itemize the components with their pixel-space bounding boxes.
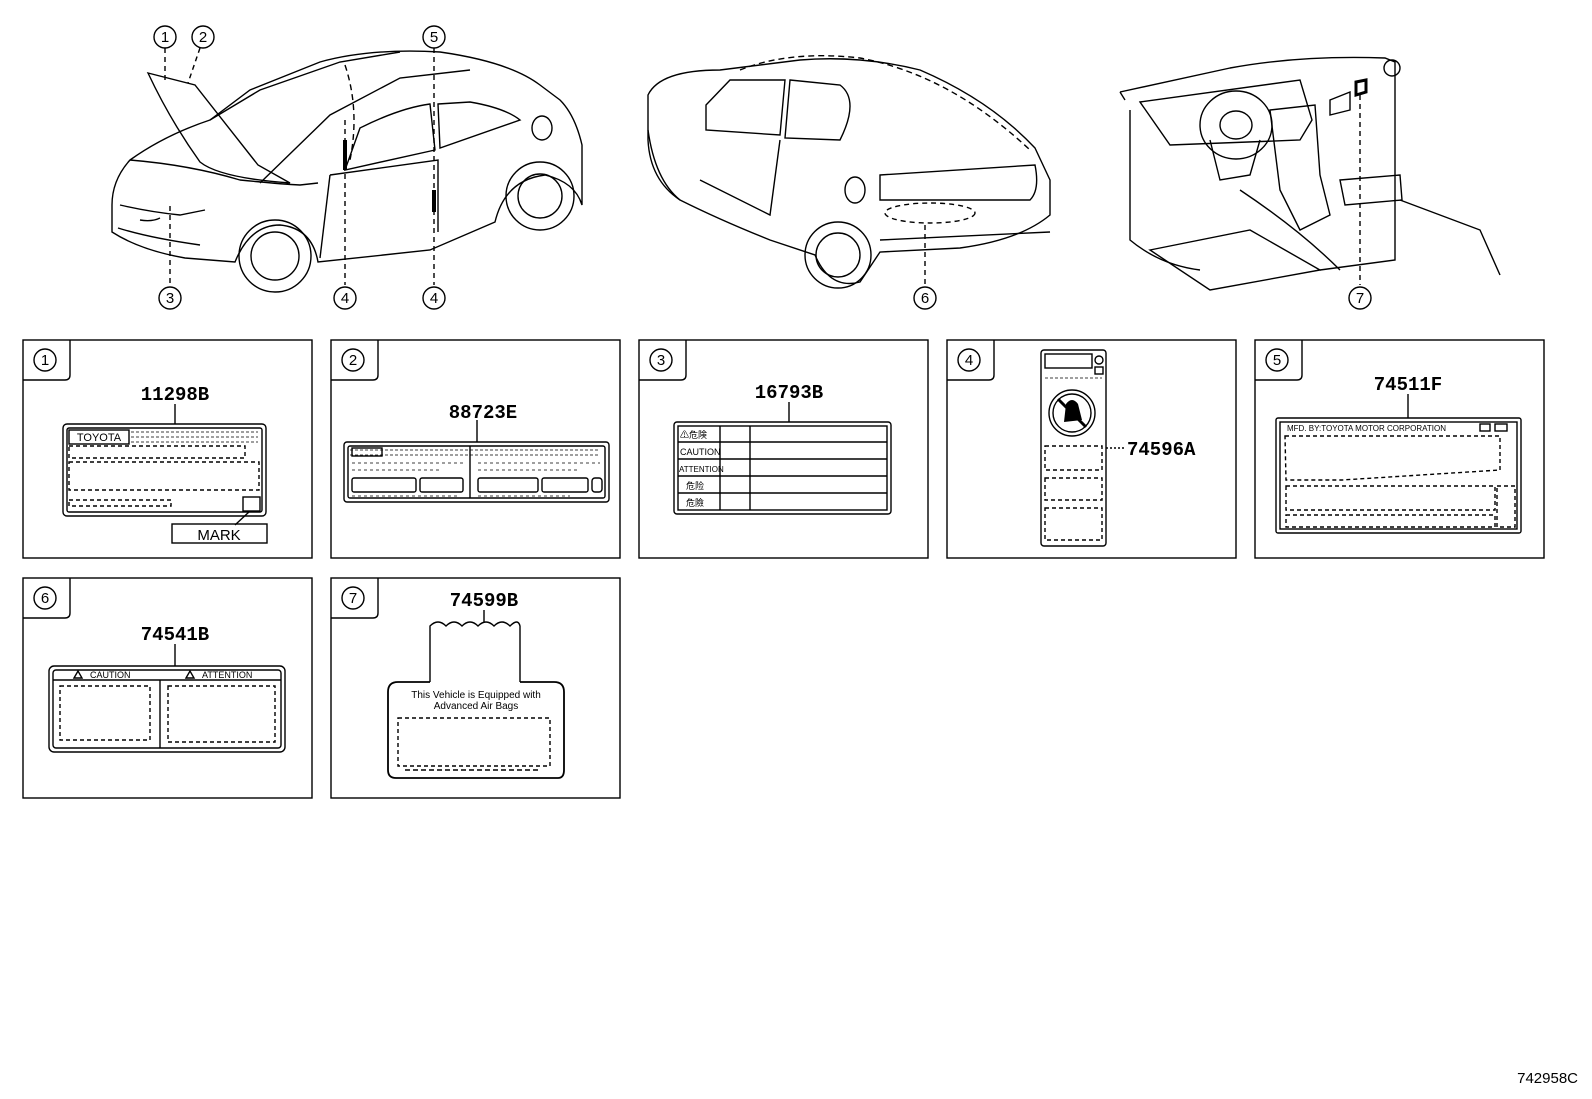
callout-5: 5 xyxy=(430,29,438,46)
panel-3-row-3: ATTENTION xyxy=(679,465,724,474)
panel-3-row-2: CAUTION xyxy=(680,447,721,457)
callout-4-left: 4 xyxy=(341,290,349,307)
panel-3-row-1: ⚠危険 xyxy=(680,429,707,440)
panel-4-part-number: 74596A xyxy=(1127,439,1196,461)
panel-6-index: 6 xyxy=(41,590,49,607)
panel-2-label xyxy=(343,420,610,503)
panel-4-index: 4 xyxy=(965,352,973,369)
callout-3: 3 xyxy=(166,290,174,307)
car-front-view xyxy=(111,47,583,293)
panel-7-line-1: This Vehicle is Equipped with xyxy=(411,690,541,701)
panel-5-header: MFD. BY:TOYOTA MOTOR CORPORATION xyxy=(1287,424,1446,433)
panel-6-label xyxy=(48,644,286,753)
interior-view xyxy=(1119,56,1501,291)
panel-1-part-number: 11298B xyxy=(141,384,209,406)
callout-4-right: 4 xyxy=(430,290,438,307)
callouts xyxy=(153,25,1372,310)
diagram-code: 742958C xyxy=(1517,1070,1578,1087)
callout-1: 1 xyxy=(161,29,169,46)
callout-2: 2 xyxy=(199,29,207,46)
panel-3-row-5: 危險 xyxy=(686,497,704,508)
panel-5-index: 5 xyxy=(1273,352,1281,369)
panel-7-index: 7 xyxy=(349,590,357,607)
panel-5-label xyxy=(1275,394,1522,534)
panel-3-label xyxy=(673,402,892,515)
panel-5-part-number: 74511F xyxy=(1374,374,1442,396)
callout-7: 7 xyxy=(1356,290,1364,307)
panel-7-part-number: 74599B xyxy=(450,590,518,612)
panel-4-label xyxy=(1040,349,1125,547)
panel-3-index: 3 xyxy=(657,352,665,369)
panel-2-index: 2 xyxy=(349,352,357,369)
callout-6: 6 xyxy=(921,290,929,307)
panel-6-attention-header: ATTENTION xyxy=(202,670,252,680)
panel-3-part-number: 16793B xyxy=(755,382,823,404)
panel-7-label xyxy=(387,610,565,779)
panel-frames xyxy=(22,339,1545,799)
panel-6-caution-header: CAUTION xyxy=(90,670,131,680)
panel-1-brand: TOYOTA xyxy=(77,432,122,444)
panel-7-line-2: Advanced Air Bags xyxy=(434,701,519,712)
panel-6-part-number: 74541B xyxy=(141,624,209,646)
panel-1-mark: MARK xyxy=(197,527,240,544)
car-rear-view xyxy=(647,55,1051,289)
panel-1-index: 1 xyxy=(41,352,49,369)
panel-2-part-number: 88723E xyxy=(449,402,517,424)
panel-3-row-4: 危险 xyxy=(686,480,704,491)
panel-1-label xyxy=(62,404,268,544)
